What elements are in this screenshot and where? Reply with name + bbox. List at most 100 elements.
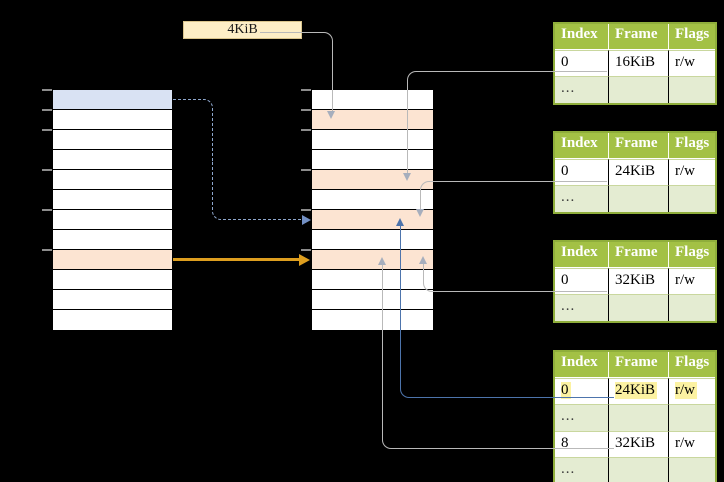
column-header-frame: Frame bbox=[608, 133, 668, 158]
cell-index: 0 bbox=[555, 159, 608, 185]
cell-flags bbox=[668, 76, 715, 103]
cell-flags: r/w bbox=[668, 378, 715, 404]
cell-frame bbox=[608, 76, 668, 103]
page-table-row bbox=[312, 90, 433, 110]
page-table-row bbox=[312, 290, 433, 310]
column-header-flags: Flags bbox=[668, 24, 715, 49]
page-table-row bbox=[53, 110, 172, 130]
page-table-row bbox=[312, 130, 433, 150]
left-page-table bbox=[52, 89, 173, 331]
frame-table-header: Index Frame Flags bbox=[555, 352, 715, 378]
page-table-row bbox=[53, 150, 172, 170]
cell-index: ... bbox=[555, 404, 608, 431]
column-header-index: Index bbox=[561, 135, 598, 151]
highlighted-value: r/w bbox=[675, 382, 697, 399]
frame-table-1: Index Frame Flags 0 16KiB r/w ... bbox=[553, 22, 717, 105]
connector-table3-to-middle bbox=[423, 264, 607, 292]
frame-table-3: Index Frame Flags 0 32KiB r/w ... bbox=[553, 240, 717, 323]
page-table-row bbox=[53, 210, 172, 230]
cell-index: ... bbox=[555, 76, 608, 103]
cell-flags bbox=[668, 457, 715, 482]
cell-index: 8 bbox=[555, 431, 608, 457]
table-row: 0 32KiB r/w bbox=[555, 268, 715, 294]
column-header-frame: Frame bbox=[608, 352, 668, 377]
table-row-ellipsis: ... bbox=[555, 457, 715, 482]
column-header-frame: Frame bbox=[608, 24, 668, 49]
cell-flags: r/w bbox=[668, 50, 715, 76]
cell-frame: 24KiB bbox=[608, 378, 668, 404]
cell-flags bbox=[668, 185, 715, 212]
page-table-row bbox=[53, 230, 172, 250]
cell-flags: r/w bbox=[668, 431, 715, 457]
page-table-row bbox=[53, 250, 172, 270]
connector-table4-row2-to-middle bbox=[382, 265, 614, 449]
arrowhead-down-icon bbox=[403, 173, 411, 181]
frame-table-header: Index Frame Flags bbox=[555, 133, 715, 159]
row-tick bbox=[42, 169, 52, 171]
row-tick bbox=[301, 169, 311, 171]
column-header-frame: Frame bbox=[608, 242, 668, 267]
row-tick bbox=[42, 89, 52, 91]
cell-flags: r/w bbox=[668, 268, 715, 294]
cell-index: 0 bbox=[555, 50, 608, 76]
row-tick bbox=[42, 249, 52, 251]
connector-dashed-left-to-middle-b bbox=[212, 160, 304, 220]
row-tick bbox=[42, 209, 52, 211]
highlighted-value: 0 bbox=[561, 382, 571, 399]
arrowhead-up-icon bbox=[396, 218, 404, 226]
page-table-row bbox=[312, 170, 433, 190]
table-row: 8 32KiB r/w bbox=[555, 431, 715, 457]
page-table-row bbox=[53, 310, 172, 330]
cell-index: 0 bbox=[555, 378, 608, 404]
table-row: 0 24KiB r/w bbox=[555, 159, 715, 185]
page-table-row bbox=[312, 250, 433, 270]
connector-table1-to-middle bbox=[407, 71, 607, 174]
column-header-index: Index bbox=[561, 354, 598, 370]
arrowhead-down-icon bbox=[416, 209, 424, 217]
cell-frame: 32KiB bbox=[608, 431, 668, 457]
arrowhead-right-icon bbox=[302, 215, 311, 225]
table-row-highlighted: 0 24KiB r/w bbox=[555, 378, 715, 404]
column-header-flags: Flags bbox=[668, 133, 715, 158]
row-tick bbox=[301, 129, 311, 131]
cell-frame bbox=[608, 457, 668, 482]
connector-table4-row0-to-middle bbox=[400, 226, 614, 398]
cell-flags bbox=[668, 294, 715, 321]
row-tick bbox=[301, 89, 311, 91]
page-table-row bbox=[312, 270, 433, 290]
cell-frame bbox=[608, 404, 668, 431]
page-table-row bbox=[53, 270, 172, 290]
arrowhead-up-icon bbox=[419, 256, 427, 264]
cell-index: ... bbox=[555, 457, 608, 482]
connector-dashed-left-to-middle-a bbox=[173, 99, 213, 161]
connector-label-to-middle bbox=[260, 32, 333, 112]
frame-table-4: Index Frame Flags 0 24KiB r/w ... 8 32Ki… bbox=[553, 350, 717, 482]
row-tick bbox=[301, 109, 311, 111]
page-size-label: 4KiB bbox=[183, 21, 302, 39]
connector-table2-to-middle bbox=[420, 181, 607, 210]
column-header-index: Index bbox=[561, 26, 598, 42]
page-table-row bbox=[53, 90, 172, 110]
row-tick bbox=[301, 249, 311, 251]
arrowhead-right-icon bbox=[299, 254, 310, 266]
cell-flags: r/w bbox=[668, 159, 715, 185]
page-table-row bbox=[312, 110, 433, 130]
arrowhead-down-icon bbox=[327, 111, 335, 119]
frame-table-2: Index Frame Flags 0 24KiB r/w ... bbox=[553, 131, 717, 214]
table-row-ellipsis: ... bbox=[555, 76, 715, 103]
cell-frame: 24KiB bbox=[608, 159, 668, 185]
column-header-flags: Flags bbox=[668, 352, 715, 377]
page-table-row bbox=[312, 230, 433, 250]
middle-page-table bbox=[311, 89, 434, 331]
page-table-row bbox=[312, 150, 433, 170]
arrowhead-up-icon bbox=[378, 257, 386, 265]
row-tick bbox=[301, 209, 311, 211]
row-tick bbox=[42, 129, 52, 131]
column-header-index: Index bbox=[561, 244, 598, 260]
frame-table-header: Index Frame Flags bbox=[555, 24, 715, 50]
page-table-row bbox=[53, 290, 172, 310]
cell-flags bbox=[668, 404, 715, 431]
connector-orange-left-to-middle bbox=[173, 258, 301, 261]
cell-index: ... bbox=[555, 185, 608, 212]
